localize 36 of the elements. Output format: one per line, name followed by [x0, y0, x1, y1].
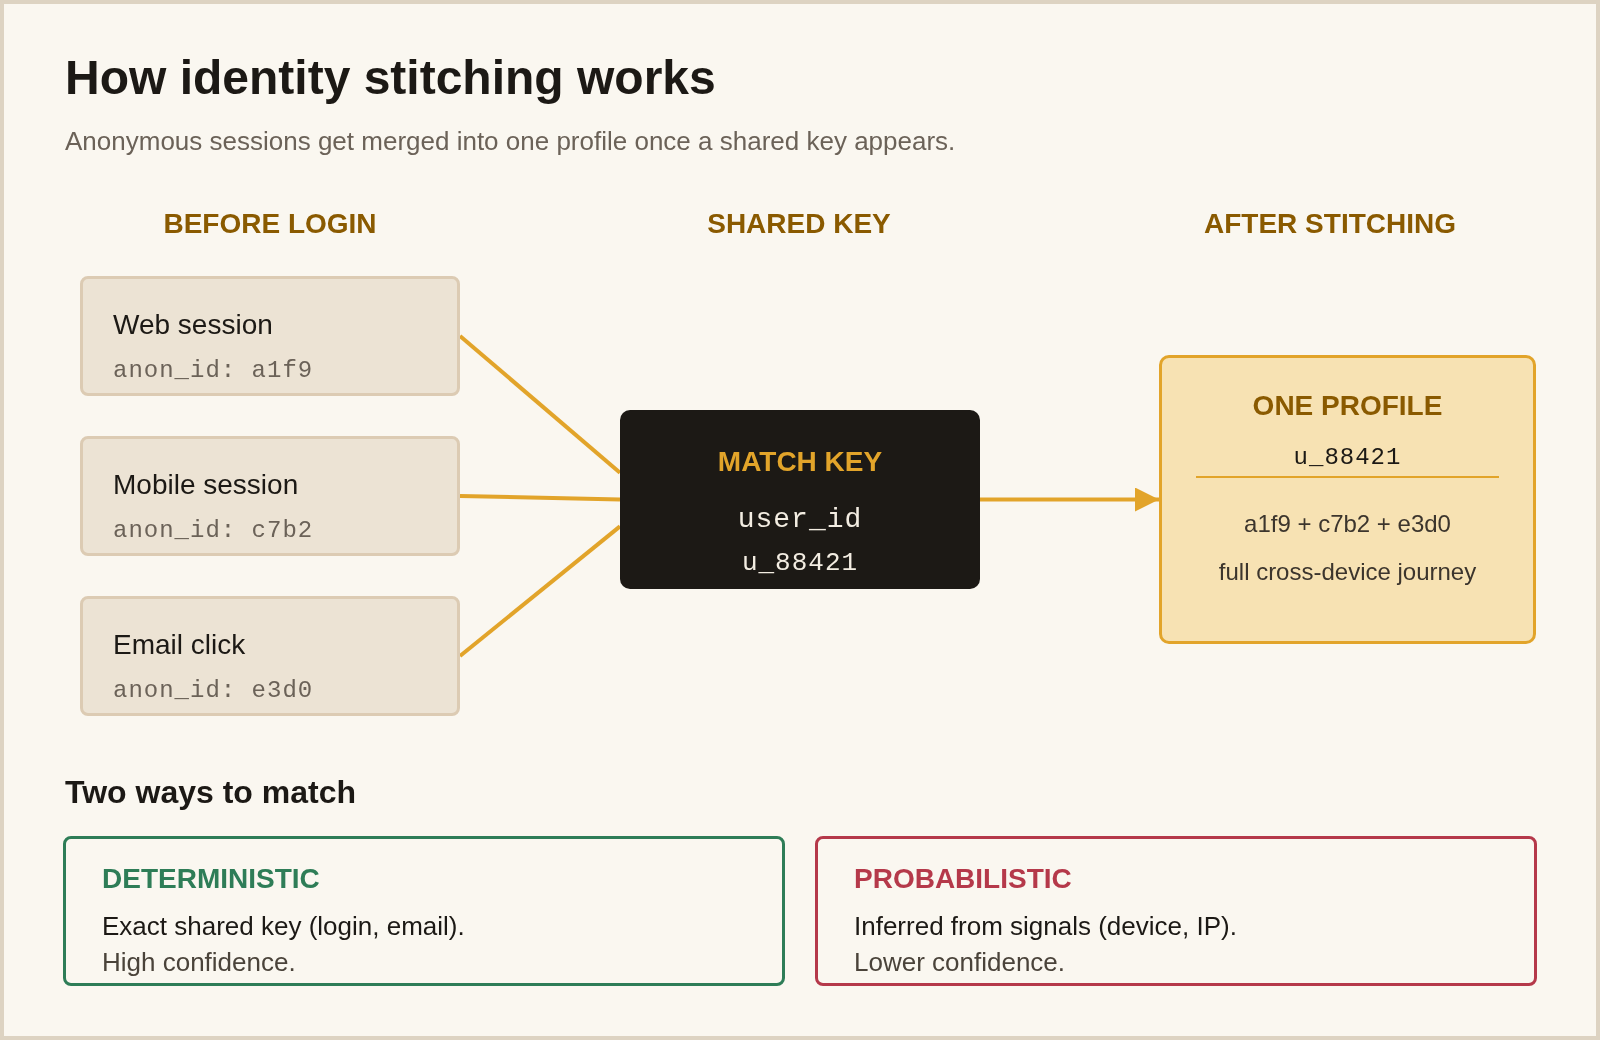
connector-line	[458, 524, 622, 658]
section-heading: Two ways to match	[65, 774, 356, 811]
match-key-box	[620, 410, 980, 589]
node-text: High confidence.	[102, 947, 296, 978]
node-heading: PROBABILISTIC	[854, 863, 1072, 895]
node-heading: DETERMINISTIC	[102, 863, 320, 895]
connector-line	[459, 494, 621, 502]
method-card	[815, 836, 1537, 986]
profile-card	[1159, 355, 1536, 644]
node-heading: Email click	[113, 629, 246, 661]
node-text: user_id	[737, 504, 863, 535]
session-card	[80, 436, 460, 556]
node-text: anon_id: a1f9	[113, 357, 314, 384]
node-text: a1f9 + c7b2 + e3d0	[1244, 510, 1451, 538]
column-heading: SHARED KEY	[707, 208, 891, 240]
node-heading: Web session	[113, 309, 273, 341]
node-heading: MATCH KEY	[717, 446, 883, 478]
node-heading: Mobile session	[113, 469, 299, 501]
node-text: Lower confidence.	[854, 947, 1066, 978]
node-text: anon_id: e3d0	[113, 677, 314, 704]
column-heading: BEFORE LOGIN	[163, 208, 377, 240]
arrow	[980, 487, 1159, 512]
node-text: u_88421	[741, 548, 859, 578]
node-text: Exact shared key (login, email).	[102, 911, 465, 942]
method-card	[63, 836, 785, 986]
node-text: Inferred from signals (device, IP).	[854, 911, 1237, 942]
session-card	[80, 276, 460, 396]
title: How identity stitching works	[65, 50, 716, 105]
node-text: anon_id: c7b2	[113, 517, 314, 544]
node-text: u_88421	[1293, 444, 1402, 471]
node-heading: ONE PROFILE	[1252, 390, 1443, 422]
subtitle: Anonymous sessions get merged into one profile once a shared key appears.	[65, 126, 956, 157]
session-card	[80, 596, 460, 716]
column-heading: AFTER STITCHING	[1204, 208, 1456, 240]
connector-line	[458, 334, 622, 475]
node-text: full cross-device journey	[1218, 558, 1477, 586]
